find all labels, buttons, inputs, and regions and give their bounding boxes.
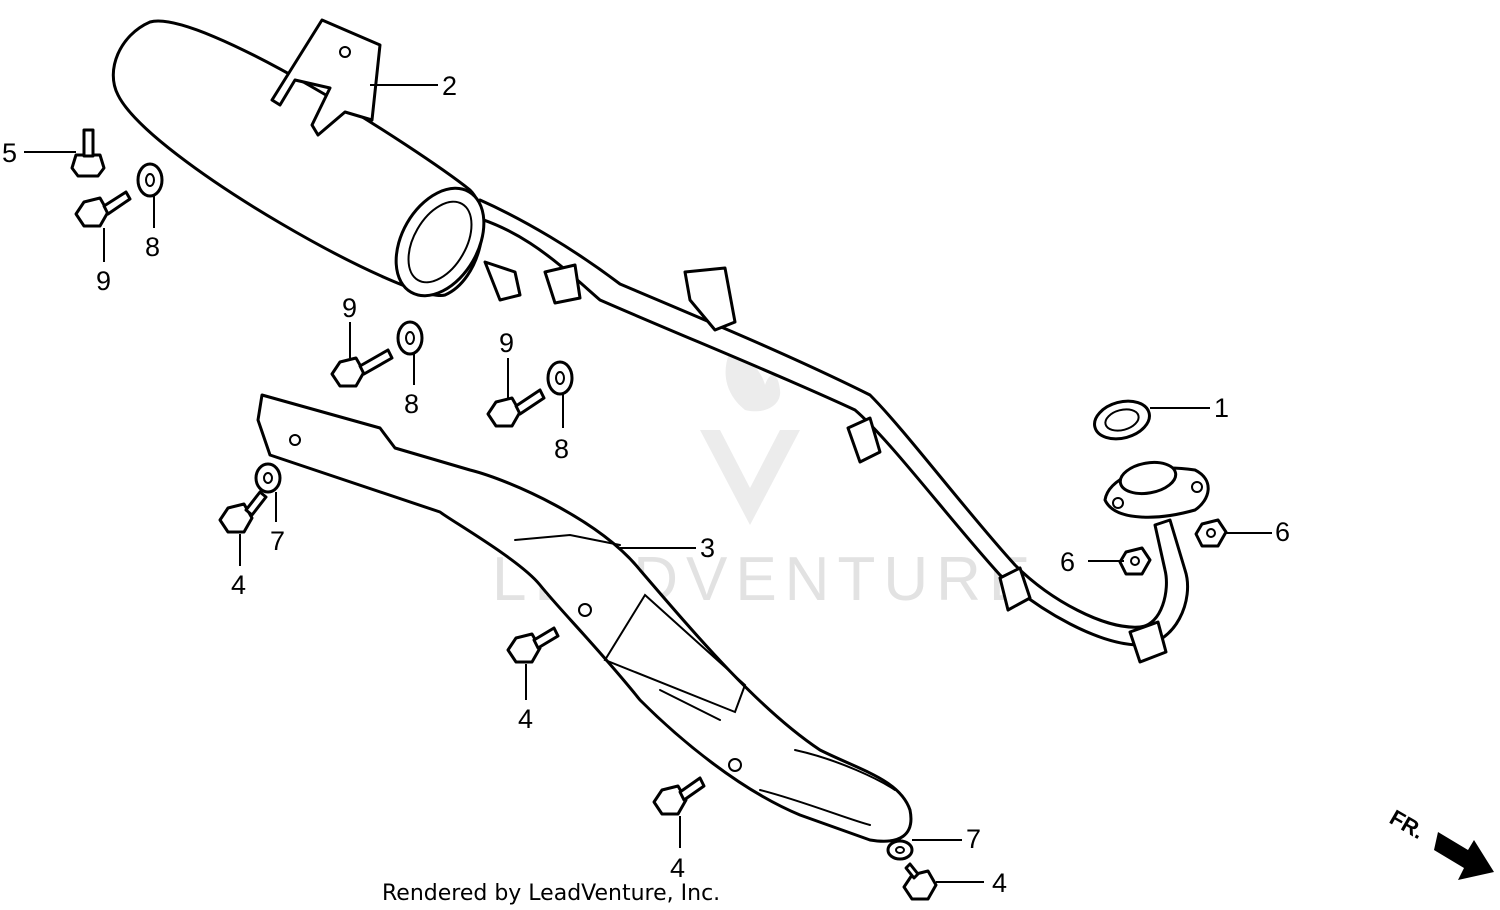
bolt-4-c: [652, 776, 706, 816]
front-direction-indicator: FR.: [1386, 805, 1494, 880]
callout-9-b: 9: [342, 293, 357, 323]
callout-8-b: 8: [404, 389, 419, 419]
callout-4-a: 4: [231, 570, 246, 600]
bolt-4-a: [218, 490, 268, 534]
callout-1: 1: [1214, 393, 1229, 423]
callouts: 1 2 3 4 4 4 4 5 6 6 7 7 8 8 8 9 9 9: [2, 71, 1290, 898]
callout-8-a: 8: [145, 232, 160, 262]
credit-text: Rendered by LeadVenture, Inc.: [382, 881, 720, 906]
bolt-9-b: [330, 348, 394, 388]
callout-6-a: 6: [1060, 547, 1075, 577]
watermark-logo: [700, 430, 800, 525]
callout-7-b: 7: [966, 824, 981, 854]
callout-8-c: 8: [554, 434, 569, 464]
callout-5: 5: [2, 138, 17, 168]
callout-2: 2: [442, 71, 457, 101]
callout-7-a: 7: [270, 526, 285, 556]
washer-8-b: [396, 320, 424, 356]
callout-3: 3: [700, 533, 715, 563]
washer-7-a: [254, 462, 282, 494]
bolt-4-d: [902, 862, 938, 901]
callout-4-d: 4: [992, 868, 1007, 898]
callout-4-c: 4: [670, 853, 685, 883]
leader-lines: [24, 84, 1272, 883]
callout-4-b: 4: [518, 704, 533, 734]
bolt-9-a: [74, 190, 132, 228]
muffler: [111, 18, 1210, 664]
bolt-5: [70, 128, 106, 178]
callout-9-c: 9: [499, 328, 514, 358]
washer-8-c: [546, 360, 574, 396]
bolt-9-c: [486, 388, 546, 428]
washer-8-a: [136, 162, 164, 198]
front-arrow-icon: [1434, 832, 1494, 880]
callout-9-a: 9: [96, 266, 111, 296]
nut-6-a: [1118, 546, 1152, 576]
nut-6-b: [1194, 518, 1228, 548]
callout-6-b: 6: [1275, 517, 1290, 547]
bolt-4-b: [506, 626, 560, 664]
gasket: [1093, 399, 1151, 441]
front-label: FR.: [1386, 805, 1429, 844]
washer-7-b: [886, 839, 914, 861]
heat-protector: [256, 393, 913, 843]
